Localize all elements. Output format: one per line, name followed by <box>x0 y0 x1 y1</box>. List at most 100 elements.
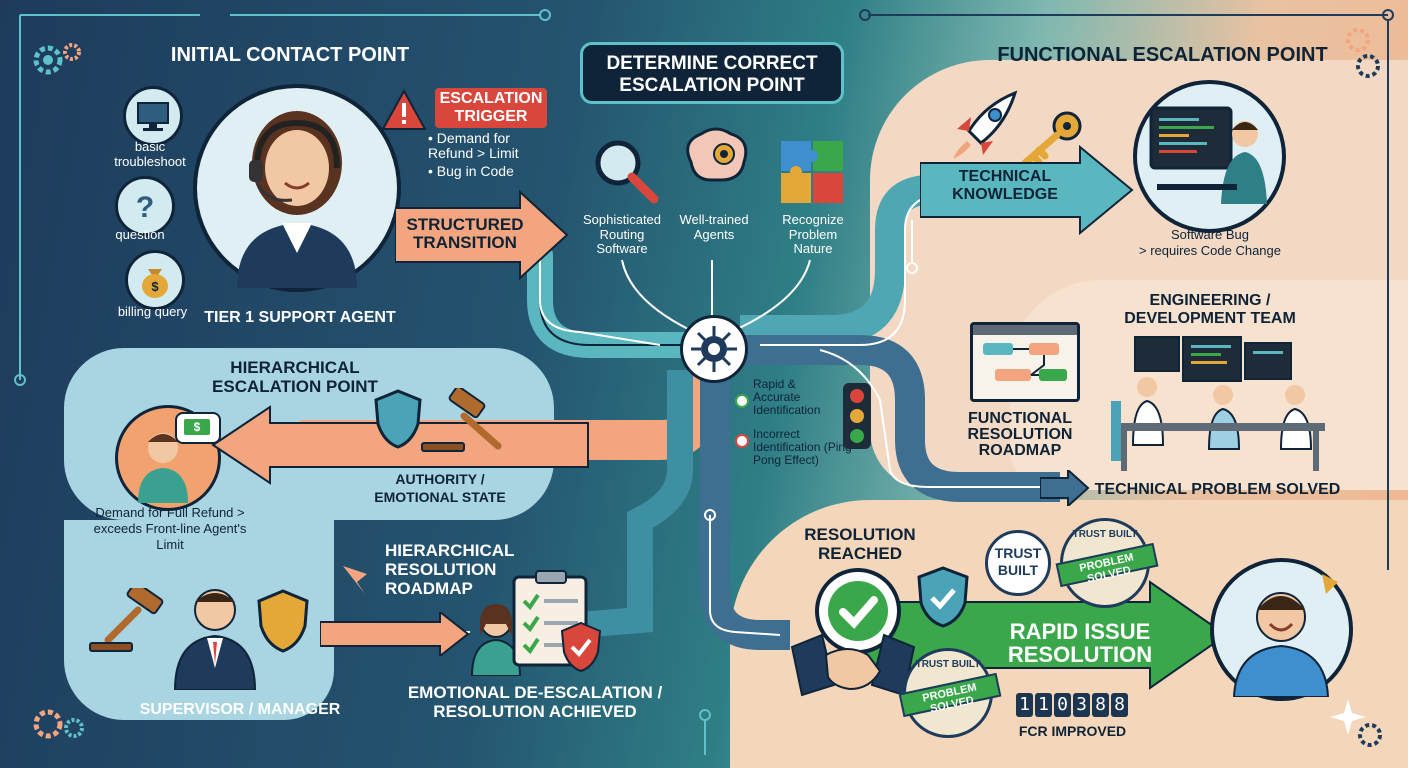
fcr-digit: 1 <box>1016 693 1033 717</box>
hierarchical-title-2: ESCALATION POINT <box>212 377 378 396</box>
question-icon: ? <box>136 191 154 224</box>
bug-line2: > requires Code Change <box>1138 243 1281 258</box>
resolution-line2: REACHED <box>817 544 903 563</box>
trigger-item-0: • Demand for Refund > Limit <box>428 130 519 162</box>
flowchart-icon <box>973 325 1077 381</box>
fcr-digit: 8 <box>1092 693 1109 717</box>
gear-icon <box>1346 28 1380 78</box>
routing-hub <box>680 315 748 383</box>
warning-icon <box>381 88 427 130</box>
monitor-icon <box>137 102 169 131</box>
initial-contact-title: INITIAL CONTACT POINT <box>170 44 410 66</box>
determine-header: DETERMINE CORRECT ESCALATION POINT <box>580 42 844 104</box>
route-to-functional <box>740 175 1010 345</box>
trigger-item-1: • Bug in Code <box>428 163 514 179</box>
factor-0: Sophisticated Routing Software <box>582 212 662 257</box>
flag-icon <box>343 566 367 594</box>
authority-line2: EMOTIONAL STATE <box>374 489 506 505</box>
traffic-light-icon <box>843 383 871 449</box>
brain-gear-icon <box>686 127 748 182</box>
roadmap-line3: ROADMAP <box>385 579 473 598</box>
transition-line2: TRANSITION <box>413 233 517 252</box>
developer-icon <box>1149 106 1267 204</box>
gavel-icon <box>421 388 502 452</box>
hierarchical-title-1: HIERARCHICAL <box>230 358 360 377</box>
inquiry-question-bubble: ? <box>115 176 175 236</box>
shield-gold-icon <box>257 589 309 653</box>
svg-text:$: $ <box>151 279 159 294</box>
func-roadmap-line1: FUNCTIONAL <box>968 410 1072 427</box>
factor-1: Well-trained Agents <box>679 212 749 242</box>
transition-line1: STRUCTURED <box>406 215 524 234</box>
customer-portrait <box>115 405 221 511</box>
inquiry-monitor-bubble <box>123 86 183 146</box>
inquiry-type-2: billing query <box>117 304 188 319</box>
support-agent-icon <box>237 111 357 288</box>
inquiry-type-0: basic troubleshoot <box>114 139 186 169</box>
trust-built-badge: TRUST BUILT <box>985 530 1051 596</box>
demand-line2: exceeds Front-line Agent's <box>93 521 247 536</box>
woman-agent-icon <box>470 604 522 676</box>
key-icon <box>1021 111 1082 167</box>
dollar-icon: $ <box>184 419 210 435</box>
team-line2: DEVELOPMENT TEAM <box>1124 310 1296 327</box>
gear-icon <box>33 43 81 75</box>
rapid-line1: RAPID ISSUE <box>1009 619 1151 644</box>
route-to-supervisor-roadmap <box>518 370 693 643</box>
engineering-team-illustration <box>1111 336 1325 471</box>
bug-line1: Software Bug <box>1170 227 1250 242</box>
resolution-line1: RESOLUTION <box>804 525 916 544</box>
money-bag-icon: $ <box>142 269 168 298</box>
knowledge-line2: KNOWLEDGE <box>952 186 1058 203</box>
shield-check-blue-icon <box>917 566 969 628</box>
problem-solved-stamp-1: TRUST BUILT PROBLEM SOLVED <box>1055 518 1159 608</box>
knowledge-line1: TECHNICAL <box>958 168 1052 185</box>
happy-customer-portrait <box>1210 558 1353 701</box>
customer-icon <box>138 433 188 503</box>
legend-dot-green <box>735 394 749 408</box>
outcome-line2: RESOLUTION ACHIEVED <box>433 702 637 721</box>
gavel-icon-supervisor <box>89 588 164 652</box>
authority-line1: AUTHORITY / <box>395 471 485 487</box>
structured-transition-arrow <box>395 190 569 280</box>
gear-icon <box>33 709 84 739</box>
fcr-digit: 3 <box>1073 693 1090 717</box>
legend-dot-red <box>735 434 749 448</box>
demand-line1: Demand for Full Refund > <box>95 505 245 520</box>
roadmap-line2: RESOLUTION <box>385 560 497 579</box>
magnifier-icon <box>595 140 659 204</box>
developer-portrait <box>1133 80 1286 233</box>
rocket-icon <box>953 90 1018 159</box>
shield-icon <box>374 389 422 449</box>
rapid-line2: RESOLUTION <box>1007 642 1153 667</box>
agent-label: TIER 1 SUPPORT AGENT <box>204 309 396 326</box>
functional-roadmap-chart <box>970 322 1080 402</box>
agent-portrait <box>193 84 401 292</box>
func-roadmap-line2: RESOLUTION <box>967 426 1073 443</box>
escalation-trigger-label: ESCALATION TRIGGER <box>435 88 547 128</box>
inquiry-billing-bubble: $ <box>125 250 185 310</box>
roadmap-arrow <box>320 612 470 656</box>
problem-solved-stamp-2: TRUST BUILT PROBLEM SOLVED <box>898 648 1002 738</box>
fcr-label: FCR IMPROVED <box>1018 723 1127 739</box>
hub-icon <box>691 326 737 372</box>
inquiry-type-1: question <box>115 227 165 242</box>
fcr-digit: 8 <box>1111 693 1128 717</box>
happy-customer-icon <box>1232 574 1338 698</box>
outcome-line1: EMOTIONAL DE-ESCALATION / <box>407 683 663 702</box>
functional-title: FUNCTIONAL ESCALATION POINT <box>997 44 1328 66</box>
factor-2: Recognize Problem Nature <box>782 212 844 257</box>
handshake-icon <box>790 633 916 697</box>
demand-line3: Limit <box>156 537 184 552</box>
roadmap-line1: HIERARCHICAL <box>385 541 515 560</box>
team-line1: ENGINEERING / <box>1149 292 1271 309</box>
fcr-digit: 1 <box>1035 693 1052 717</box>
route-to-solved <box>745 335 1060 502</box>
technical-knowledge-arrow <box>920 145 1134 235</box>
shield-check-icon <box>560 621 602 673</box>
supervisor-label: SUPERVISOR / MANAGER <box>139 701 341 718</box>
clipboard-icon <box>512 570 588 667</box>
